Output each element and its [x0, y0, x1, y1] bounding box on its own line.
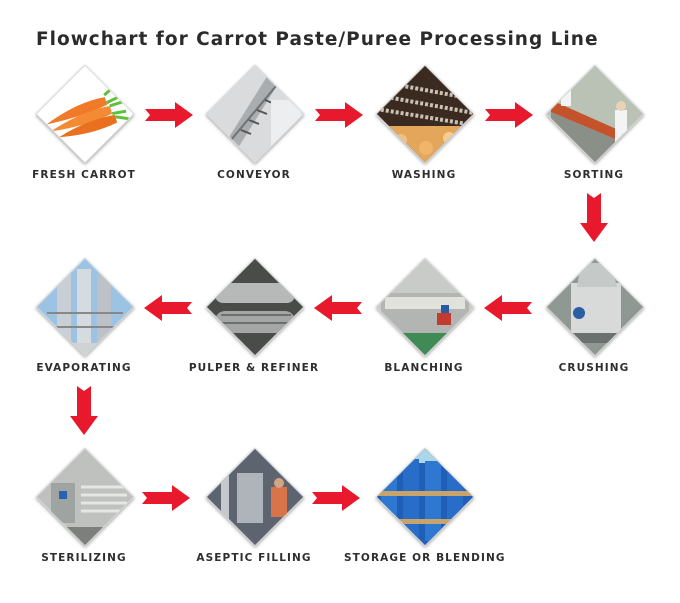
arrow-left-icon [314, 295, 362, 321]
arrow-down-icon [70, 386, 98, 435]
step-label: PULPER & REFINER [188, 362, 320, 374]
arrow-down-icon [580, 193, 608, 242]
step-label: SORTING [563, 169, 625, 181]
washing-machine-image [375, 64, 475, 164]
blancher-image [375, 257, 475, 357]
arrow-left-icon [484, 295, 532, 321]
sorting-line-image [545, 64, 645, 164]
step-label: CONVEYOR [217, 169, 291, 181]
step-label: STORAGE OR BLENDING [344, 552, 506, 564]
carrot-image [35, 64, 135, 164]
step-label: EVAPORATING [36, 362, 132, 374]
step-label: WASHING [391, 169, 457, 181]
arrow-right-icon [145, 102, 193, 128]
step-label: FRESH CARROT [32, 169, 136, 181]
storage-drums-image [375, 447, 475, 547]
page-title: Flowchart for Carrot Paste/Puree Process… [36, 29, 599, 50]
crusher-image [545, 257, 645, 357]
arrow-right-icon [142, 485, 190, 511]
aseptic-filler-image [205, 447, 305, 547]
conveyor-image [205, 64, 305, 164]
arrow-left-icon [144, 295, 192, 321]
step-label: BLANCHING [384, 362, 464, 374]
evaporator-image [35, 257, 135, 357]
step-label: CRUSHING [558, 362, 630, 374]
arrow-right-icon [315, 102, 363, 128]
step-label: STERILIZING [41, 552, 127, 564]
arrow-right-icon [312, 485, 360, 511]
sterilizer-image [35, 447, 135, 547]
step-label: ASEPTIC FILLING [196, 552, 312, 564]
pulper-image [205, 257, 305, 357]
arrow-right-icon [485, 102, 533, 128]
